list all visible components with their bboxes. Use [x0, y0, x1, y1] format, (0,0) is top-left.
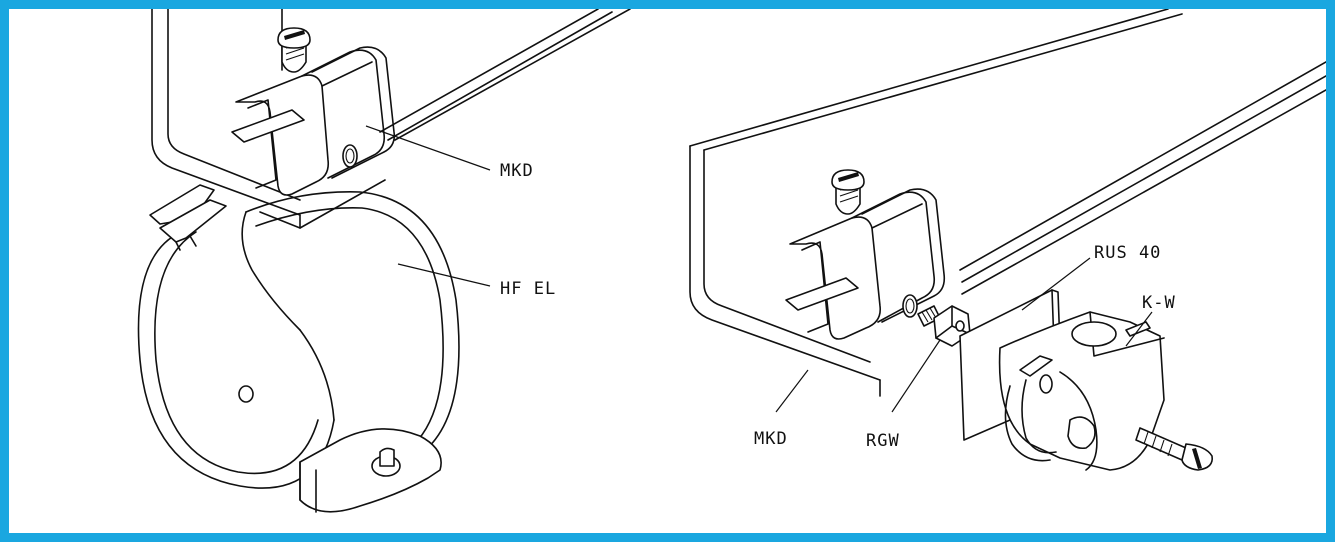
leader-right-mkd [775, 369, 809, 413]
leader-rus40 [1021, 257, 1091, 311]
label-rus40: RUS 40 [1094, 243, 1161, 263]
left-hfel-clamp [137, 184, 460, 513]
left-rail [151, 9, 631, 229]
right-kw-clamp [998, 311, 1214, 471]
label-left-hfel: HF EL [500, 279, 556, 299]
right-rail [689, 9, 1326, 397]
leader-left-mkd [365, 125, 491, 171]
leader-kw [1125, 311, 1153, 347]
leader-rgw [891, 339, 941, 413]
label-right-mkd: MKD [754, 429, 788, 449]
right-mkd-clamp [785, 169, 946, 340]
right-assembly: RUS 40 K-W MKD RGW [689, 9, 1326, 471]
label-left-mkd: MKD [500, 161, 534, 181]
label-rgw: RGW [866, 431, 900, 451]
leader-left-hfel [397, 263, 491, 287]
left-assembly: MKD HF EL [137, 9, 631, 513]
technical-drawing: MKD HF EL [137, 9, 1326, 513]
label-kw: K-W [1142, 293, 1176, 313]
left-mkd-clamp [231, 27, 396, 196]
